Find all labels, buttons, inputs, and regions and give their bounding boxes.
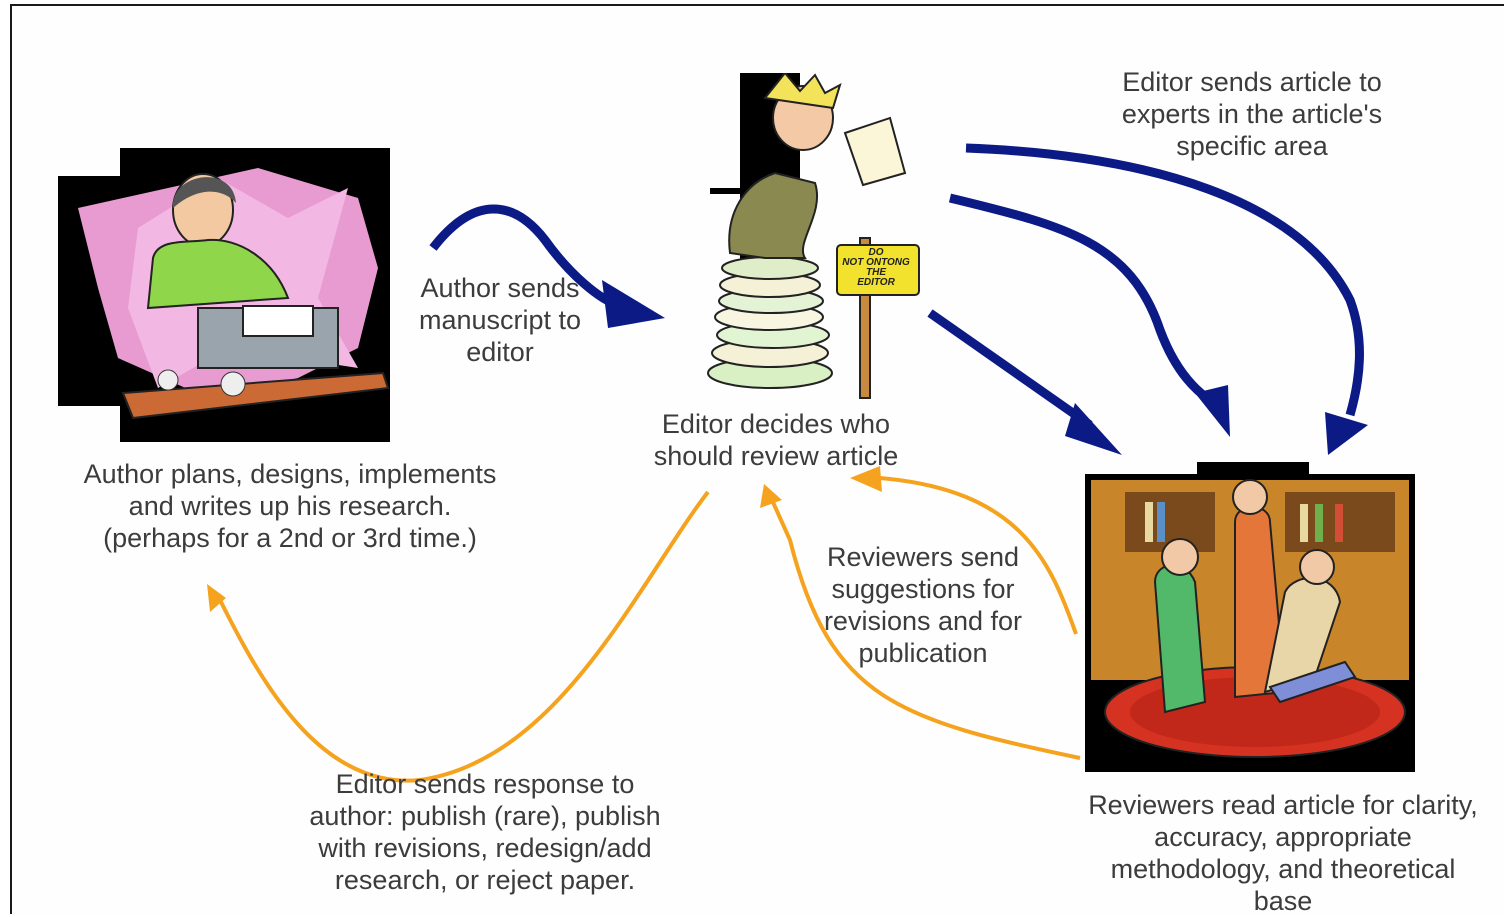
arrow-editor-to-reviewers-3 [965,143,1364,417]
author-typewriter-illustration [58,148,390,442]
arrowhead-editor-to-reviewers-1 [1065,403,1122,455]
sign-line-4: EDITOR [857,277,895,288]
edge-label-line: Reviewers send [826,542,1020,572]
edge-label-line: editor [466,337,534,367]
sign-line-3: THE [866,267,886,278]
editor-on-paper-stack-illustration [707,73,920,399]
edge-label-line: Editor sends article to [1122,67,1382,97]
edge-label-line: specific area [1176,131,1328,161]
reviewers-reading-room-illustration [1085,462,1415,772]
edge-label-line: manuscript to [418,305,582,335]
edge-label-line: Author sends [420,273,580,303]
arrowhead-reviewers-to-editor-lower [760,484,782,508]
sign-line-1: DO [868,247,884,258]
author-caption-line: Author plans, designs, implements [83,459,497,489]
arrow-reviewers-to-editor-upper [879,476,1078,635]
editor-caption-line: Editor decides who [661,409,891,439]
edge-label-line: publication [858,638,988,668]
edge-label-line: author: publish (rare), publish [309,801,661,831]
author-caption-line: and writes up his research. [128,491,452,521]
reviewers-caption-line: methodology, and theoretical [1110,854,1456,884]
reviewers-caption-line: accuracy, appropriate [1154,822,1412,852]
arrowhead-author-to-editor [602,280,665,328]
editor-to-reviewers-label: Editor sends article to experts in the a… [1104,66,1400,162]
reviewers-caption-line: base [1253,886,1313,916]
edge-label-line: suggestions for [831,574,1015,604]
author-caption-line: (perhaps for a 2nd or 3rd time.) [103,523,477,553]
edge-label-line: Editor sends response to [335,769,635,799]
editor-caption-line: should review article [653,441,899,471]
reviewers-caption-line: Reviewers read article for clarity, [1088,790,1478,820]
arrowhead-editor-to-reviewers-3 [1325,412,1368,455]
edge-label-line: research, or reject paper. [334,865,636,895]
arrowhead-editor-to-author [207,584,226,612]
editor-caption: Editor decides who should review article [645,408,907,472]
edge-label-line: with revisions, redesign/add [318,833,652,863]
author-caption: Author plans, designs, implements and wr… [78,458,502,554]
editor-sign-text: DO NOT ONTONG THE EDITOR [838,248,914,288]
sign-line-2: NOT ONTONG [842,257,910,268]
edge-label-line: experts in the article's [1121,99,1383,129]
arrow-editor-to-reviewers-1 [927,309,1093,429]
reviewers-caption: Reviewers read article for clarity, accu… [1076,789,1490,917]
reviewers-to-editor-label: Reviewers send suggestions for revisions… [812,541,1034,669]
arrowhead-reviewers-to-editor-upper [850,466,882,492]
arrow-author-to-editor [429,204,622,311]
arrow-editor-to-author [218,490,710,783]
arrowhead-editor-to-reviewers-2 [1195,385,1230,437]
arrow-editor-to-reviewers-2 [948,193,1213,404]
editor-to-author-label: Editor sends response to author: publish… [300,768,670,896]
edge-label-line: revisions and for [823,606,1023,636]
author-to-editor-label: Author sends manuscript to editor [410,272,590,368]
arrow-reviewers-to-editor-lower [770,499,1081,760]
